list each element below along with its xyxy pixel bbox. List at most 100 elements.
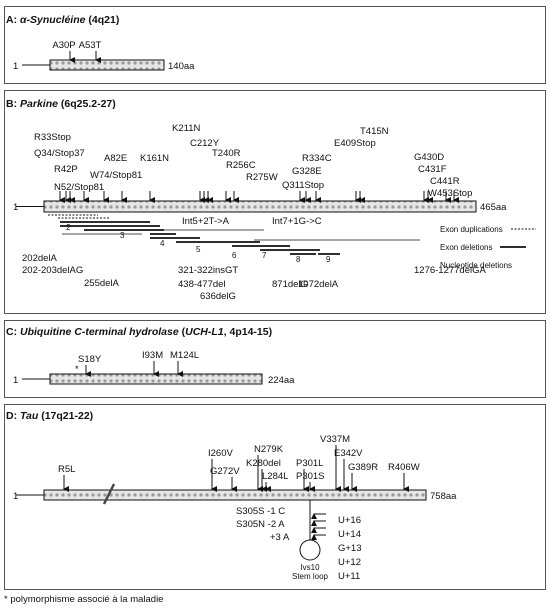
tau-mutation-label: E342V (334, 448, 363, 459)
tau-mutation-label: K280del (246, 458, 281, 469)
parkin-mutation-label: R256C (226, 160, 256, 171)
tau-mutation-label: P301S (296, 471, 325, 482)
parkin-splice-label: Int5+2T->A (182, 216, 230, 227)
parkin-exon-number: 8 (296, 255, 301, 264)
parkin-start-label: 1 (13, 202, 18, 213)
tau-intronic-label: +3 A (270, 532, 290, 543)
panel-a-title: A: α-Synucléine (4q21) (6, 14, 120, 26)
parkin-mutation-label: E409Stop (334, 138, 376, 149)
parkin-mutation-label: Q311Stop (282, 180, 324, 191)
panel-b-title: B: Parkine (6q25.2-27) (6, 98, 116, 110)
parkin-deletion-label: 871delG (272, 279, 308, 290)
legend-nucleotide-deletions: Nucleotide deletions (440, 261, 512, 270)
panel-d-locus: (17q21-22) (41, 410, 94, 422)
tau-mutation-label: L284L (262, 471, 288, 482)
parkin-mutation-label: R42P (54, 164, 78, 175)
parkin-mutation-label: R33Stop (34, 132, 71, 143)
panel-c-uchl1 (4, 320, 546, 398)
parkin-mutation-label: T240R (212, 148, 241, 159)
parkin-mutation-label: C441R (430, 176, 460, 187)
tau-mutation-label: V337M (320, 434, 350, 445)
parkin-mutation-label: R275W (246, 172, 278, 183)
synuclein-end-label: 140aa (168, 61, 195, 72)
parkin-splice-label: Int7+1G->C (272, 216, 322, 227)
parkin-mutation-label: Q34/Stop37 (34, 148, 85, 159)
panel-a-alpha-synuclein (4, 6, 546, 84)
parkin-mutation-label: R334C (302, 153, 332, 164)
parkin-mutation-label: K161N (140, 153, 169, 164)
parkin-exon-number: 2 (66, 223, 71, 232)
uchl1-mutation-label: M124L (170, 350, 199, 361)
tau-mutation-label: G272V (210, 466, 240, 477)
parkin-deletion-label: 202-203delAG (22, 265, 83, 276)
parkin-mutation-label: T415N (360, 126, 389, 137)
parkin-mutation-label: G328E (292, 166, 322, 177)
tau-mutation-label: R5L (58, 464, 75, 475)
panel-c-protein-name: Ubiquitine C-terminal hydrolase (20, 326, 179, 338)
synuclein-start-label: 1 (13, 61, 18, 72)
tau-stem-base-label: U+14 (338, 529, 361, 540)
footnote: * polymorphisme associé à la maladie (4, 594, 164, 605)
panel-a-protein-name: α-Synucléine (20, 14, 86, 26)
uchl1-end-label: 224aa (268, 375, 295, 386)
uchl1-mutation-label: I93M (142, 350, 163, 361)
parkin-mutation-label: C431F (418, 164, 447, 175)
ivs10-stem-loop-circle (299, 539, 321, 561)
synuclein-mutation-label: A30P (52, 40, 75, 51)
uchl1-start-label: 1 (13, 375, 18, 386)
panel-a-locus: (4q21) (88, 14, 120, 26)
tau-axis-break (102, 483, 116, 505)
synuclein-protein-bar (49, 59, 165, 71)
parkin-mutation-label: N52/Stop81 (54, 182, 104, 193)
tau-protein-bar (43, 489, 427, 501)
tau-start-label: 1 (13, 491, 18, 502)
tau-mutation-label: I260V (208, 448, 233, 459)
tau-stem-base-label: U+12 (338, 557, 361, 568)
panel-c-title: C: Ubiquitine C-terminal hydrolase (UCH-… (6, 326, 273, 338)
panel-c-locus: , 4p14-15) (223, 326, 273, 338)
parkin-deletion-label: 1072delA (298, 279, 339, 290)
parkin-mutation-label: G430D (414, 152, 444, 163)
parkin-exon-number: 6 (232, 251, 237, 260)
uchl1-polymorphism-star: * (75, 364, 79, 375)
panel-b-protein-name: Parkine (20, 98, 58, 110)
tau-end-label: 758aa (430, 491, 457, 502)
tau-mutation-label: N279K (254, 444, 284, 455)
parkin-mutation-label: W74/Stop81 (90, 170, 142, 181)
legend-exon-deletions: Exon deletions (440, 243, 492, 252)
tau-mutation-label: P301L (296, 458, 323, 469)
tau-mutation-label: R406W (388, 462, 420, 473)
tau-intronic-label: S305S -1 C (236, 506, 285, 517)
panel-b-locus: (6q25.2-27) (60, 98, 116, 110)
tau-stem-base-label: U+16 (338, 515, 361, 526)
parkin-mutation-label: C212Y (190, 138, 220, 149)
parkin-deletion-label: 255delA (84, 278, 120, 289)
parkin-mutation-label: A82E (104, 153, 127, 164)
panel-d-protein-name: Tau (20, 410, 39, 422)
parkin-deletion-label: 202delA (22, 253, 58, 264)
tau-stem-base-label: U+11 (338, 571, 360, 582)
parkin-exon-number: 7 (262, 251, 267, 260)
uchl1-mutation-label: S18Y (78, 354, 102, 365)
uchl1-protein-bar (49, 373, 263, 385)
parkin-exon-number: 9 (326, 255, 331, 264)
synuclein-mutation-label: A53T (79, 40, 102, 51)
parkin-mutation-label: W453Stop (428, 188, 472, 199)
panel-c-gene: UCH-L1 (185, 326, 224, 338)
tau-intronic-label: S305N -2 A (236, 519, 285, 530)
tau-mutation-label: G389R (348, 462, 378, 473)
ivs10-caption: Ivs10 (300, 563, 320, 572)
parkin-deletion-label: 636delG (200, 291, 236, 302)
parkin-exon-number: 5 (196, 245, 201, 254)
parkin-exon-number: 4 (160, 239, 165, 248)
parkin-protein-bar (43, 200, 477, 213)
legend-exon-duplications: Exon duplications (440, 225, 503, 234)
panel-d-title: D: Tau (17q21-22) (6, 410, 94, 422)
parkin-deletion-label: 1276-1277delGA (414, 265, 486, 276)
parkin-deletion-label: 321-322insGT (178, 265, 238, 276)
tau-stem-base-label: G+13 (338, 543, 362, 554)
stem-loop-caption: Stem loop (292, 572, 329, 581)
parkin-exon-number: 3 (120, 231, 125, 240)
